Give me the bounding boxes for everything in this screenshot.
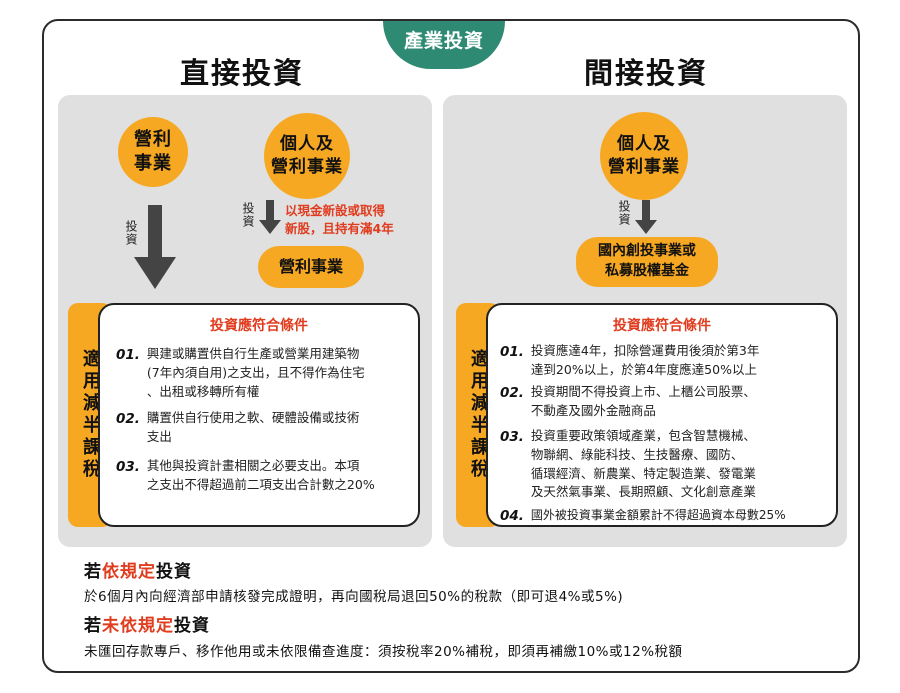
condition-text: 投資期間不得投資上市、上櫃公司股票、 不動產及國外金融商品 [530, 384, 756, 418]
node-enterprise: 營利 事業 [118, 117, 188, 187]
node-individual-enterprise: 個人及 營利事業 [264, 113, 350, 199]
condition-number: 01. [500, 344, 524, 360]
condition-number: 02. [116, 411, 140, 427]
node-individual-enterprise-indirect: 個人及 營利事業 [600, 112, 688, 200]
condition-number: 03. [116, 459, 140, 475]
condition-item: 01. 投資應達4年，扣除營運費用後須於第3年 達到20%以上，於第4年度應達5… [500, 342, 759, 380]
condition-item: 03. 投資重要政策領域產業，包含智慧機械、 物聯網、綠能科技、生技醫療、國防、… [500, 427, 756, 502]
noncompliance-heading: 若未依規定投資 [84, 611, 210, 636]
condition-item: 04. 國外被投資事業金額累計不得超過資本母數25% [500, 506, 786, 526]
conditions-title: 投資應符合條件 [613, 318, 711, 334]
conditions-box-right: 投資應符合條件 01. 投資應達4年，扣除營運費用後須於第3年 達到20%以上，… [486, 303, 838, 527]
condition-text: 投資應達4年，扣除營運費用後須於第3年 達到20%以上，於第4年度應達50%以上 [530, 343, 760, 377]
noncompliance-text: 未匯回存款專戶、移作他用或未依限備查進度：須按稅率20%補稅，即須再補繳10%或… [84, 644, 683, 660]
compliance-text: 於6個月內向經濟部申請核發完成證明，再向國稅局退回50%的稅款（即可退4%或5%… [84, 589, 624, 605]
arrow-label-invest: 投資 [124, 220, 138, 246]
condition-text: 國外被投資事業金額累計不得超過資本母數25% [530, 508, 786, 522]
noncompliance-heading-emphasis: 未依規定 [102, 616, 174, 636]
arrow-label-invest-indirect: 投資 [617, 200, 631, 226]
condition-text: 其他與投資計畫相關之必要支出。本項 之支出不得超過前二項支出合計數之20% [146, 458, 375, 492]
compliance-heading-prefix: 若 [84, 562, 102, 582]
condition-text: 投資重要政策領域產業，包含智慧機械、 物聯網、綠能科技、生技醫療、國防、 循環經… [530, 428, 756, 500]
node-vc-pe-fund: 國內創投事業或 私募股權基金 [576, 237, 718, 287]
arrow-label-invest-small: 投資 [241, 202, 255, 228]
node-target-enterprise: 營利事業 [258, 246, 364, 288]
compliance-heading-suffix: 投資 [156, 562, 192, 582]
condition-item: 02. 購置供自行使用之軟、硬體設備或技術 支出 [116, 409, 359, 447]
arrow-down-small-icon [635, 200, 657, 234]
condition-number: 01. [116, 347, 140, 363]
condition-number: 03. [500, 429, 524, 445]
noncompliance-heading-prefix: 若 [84, 616, 102, 636]
condition-item: 02. 投資期間不得投資上市、上櫃公司股票、 不動產及國外金融商品 [500, 383, 756, 421]
condition-number: 04. [500, 508, 524, 524]
noncompliance-heading-suffix: 投資 [174, 616, 210, 636]
arrow-down-small-icon [259, 200, 281, 234]
direct-investment-title: 直接投資 [180, 56, 305, 90]
conditions-title: 投資應符合條件 [210, 318, 308, 334]
condition-item: 03. 其他與投資計畫相關之必要支出。本項 之支出不得超過前二項支出合計數之20… [116, 457, 375, 495]
conditions-box-left: 投資應符合條件 01. 興建或購置供自行生產或營業用建築物 (7年內須自用)之支… [98, 303, 420, 527]
investment-requirement-note: 以現金新設或取得 新股，且持有滿4年 [285, 203, 394, 237]
condition-number: 02. [500, 385, 524, 401]
compliance-heading-emphasis: 依規定 [102, 562, 156, 582]
compliance-heading: 若依規定投資 [84, 557, 192, 582]
condition-item: 01. 興建或購置供自行生產或營業用建築物 (7年內須自用)之支出，且不得作為住… [116, 345, 365, 401]
arrow-down-big-icon [134, 205, 176, 289]
indirect-investment-title: 間接投資 [584, 56, 709, 90]
condition-text: 興建或購置供自行生產或營業用建築物 (7年內須自用)之支出，且不得作為住宅 、出… [146, 346, 365, 399]
condition-text: 購置供自行使用之軟、硬體設備或技術 支出 [146, 410, 360, 444]
